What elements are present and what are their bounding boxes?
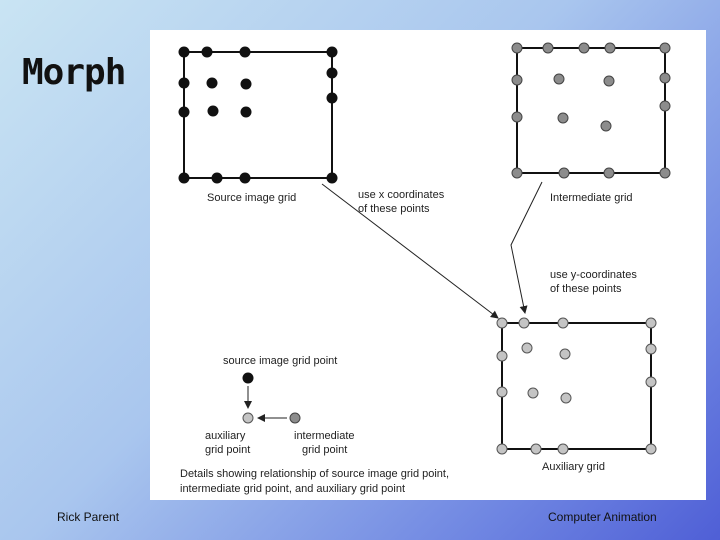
footer-author: Rick Parent	[57, 510, 120, 524]
auxiliary-grid-point	[559, 348, 571, 360]
intermediate-grid-point	[603, 75, 615, 87]
source-grid-point	[239, 172, 251, 184]
source-grid-point	[201, 46, 213, 58]
legend-inter-line1: intermediate	[294, 430, 355, 442]
source-grid-frame	[183, 51, 333, 179]
source-grid-point	[326, 172, 338, 184]
source-grid-point	[206, 77, 218, 89]
source-grid-point	[240, 78, 252, 90]
source-grid-point	[178, 106, 190, 118]
auxiliary-grid: Auxiliary grid	[496, 317, 657, 473]
auxiliary-grid-point	[645, 317, 657, 329]
use-x-note-line2: of these points	[358, 203, 430, 215]
auxiliary-grid-point	[496, 317, 508, 329]
intermediate-grid-point	[659, 167, 671, 179]
intermediate-grid-point	[542, 42, 554, 54]
legend-aux-line1: auxiliary	[205, 430, 246, 442]
use-y-note-line2: of these points	[550, 283, 622, 295]
footer-course: Computer Animation	[548, 510, 657, 524]
figure-caption-line2: intermediate grid point, and auxiliary g…	[180, 483, 405, 495]
figure-caption-line1: Details showing relationship of source i…	[180, 468, 449, 480]
intermediate-grid-point	[558, 167, 570, 179]
source-grid-point	[239, 46, 251, 58]
legend-inter-line2: grid point	[302, 444, 347, 456]
detail-legend: source image grid point auxiliary grid p…	[205, 355, 355, 456]
source-grid-point	[178, 46, 190, 58]
auxiliary-grid-point	[530, 443, 542, 455]
legend-intermediate-point	[289, 412, 301, 424]
x-coordinate-arrow	[321, 183, 499, 319]
intermediate-grid-label: Intermediate grid	[550, 192, 633, 204]
intermediate-grid: Intermediate grid	[511, 42, 671, 204]
source-grid-label: Source image grid	[207, 192, 296, 204]
intermediate-grid-point	[600, 120, 612, 132]
source-grid-point	[178, 77, 190, 89]
auxiliary-grid-point	[645, 343, 657, 355]
slide-title: Morph	[22, 52, 126, 93]
auxiliary-grid-point	[496, 443, 508, 455]
auxiliary-grid-label: Auxiliary grid	[542, 461, 605, 473]
auxiliary-grid-point	[557, 317, 569, 329]
source-grid-point	[211, 172, 223, 184]
auxiliary-grid-frame	[501, 322, 652, 450]
source-grid-point	[178, 172, 190, 184]
auxiliary-grid-point	[527, 387, 539, 399]
legend-auxiliary-point	[242, 412, 254, 424]
intermediate-grid-point	[557, 112, 569, 124]
intermediate-grid-point	[511, 111, 523, 123]
source-grid-point	[326, 67, 338, 79]
intermediate-grid-point	[553, 73, 565, 85]
source-grid-point	[240, 106, 252, 118]
source-grid-point	[326, 46, 338, 58]
y-coordinate-arrow	[510, 181, 543, 314]
use-y-note-line1: use y-coordinates	[550, 269, 637, 281]
auxiliary-grid-point	[557, 443, 569, 455]
intermediate-grid-frame	[516, 47, 666, 174]
source-grid-point	[207, 105, 219, 117]
intermediate-grid-point	[659, 100, 671, 112]
source-grid: Source image grid	[178, 46, 338, 204]
intermediate-grid-point	[511, 42, 523, 54]
intermediate-grid-point	[511, 167, 523, 179]
auxiliary-grid-point	[518, 317, 530, 329]
auxiliary-grid-point	[496, 386, 508, 398]
figure-panel: Source image grid	[150, 30, 706, 500]
legend-source-point	[242, 372, 254, 384]
source-grid-point	[326, 92, 338, 104]
intermediate-grid-point	[603, 167, 615, 179]
intermediate-grid-point	[659, 72, 671, 84]
intermediate-grid-point	[578, 42, 590, 54]
intermediate-grid-point	[604, 42, 616, 54]
auxiliary-grid-point	[645, 376, 657, 388]
legend-aux-line2: grid point	[205, 444, 250, 456]
auxiliary-grid-point	[560, 392, 572, 404]
auxiliary-grid-point	[645, 443, 657, 455]
intermediate-grid-point	[659, 42, 671, 54]
auxiliary-grid-point	[521, 342, 533, 354]
use-x-note-line1: use x coordinates	[358, 189, 445, 201]
morph-grid-diagram: Source image grid	[178, 42, 671, 495]
legend-source-label: source image grid point	[223, 355, 337, 367]
auxiliary-grid-point	[496, 350, 508, 362]
intermediate-grid-point	[511, 74, 523, 86]
